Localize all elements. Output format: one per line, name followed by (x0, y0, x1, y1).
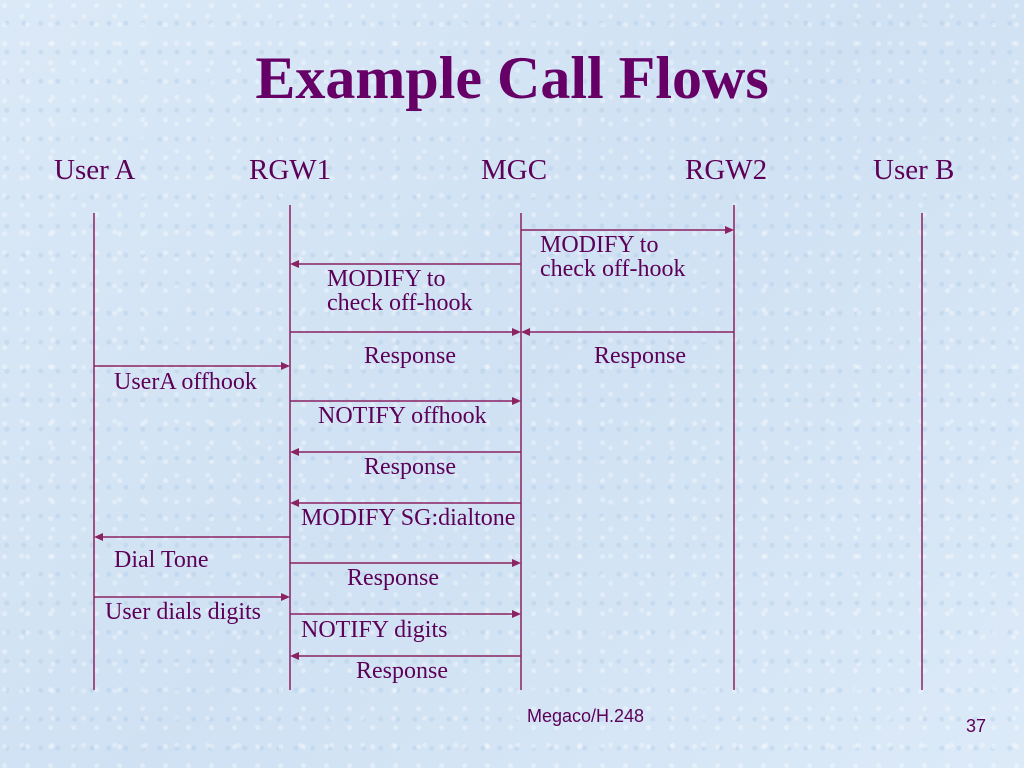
message-arrow (521, 226, 734, 234)
arrowhead (725, 226, 734, 234)
message-label: MODIFY SG:dialtone (301, 505, 516, 531)
message-label: NOTIFY digits (301, 617, 448, 643)
arrowhead (512, 559, 521, 567)
entity-user-a: User A (54, 154, 136, 186)
entity-user-b: User B (873, 154, 955, 186)
message-label: UserA offhook (114, 369, 257, 395)
arrowhead (290, 499, 299, 507)
slide-title: Example Call Flows (255, 45, 769, 111)
message-arrow (290, 610, 521, 618)
message-label: Response (594, 343, 686, 369)
message-arrow (290, 328, 521, 336)
message-label: Response (364, 454, 456, 480)
message-arrow (290, 652, 521, 660)
message-label: Response (356, 658, 448, 684)
arrowhead (521, 328, 530, 336)
arrowhead (512, 397, 521, 405)
message-label: Dial Tone (114, 547, 209, 573)
entity-mgc: MGC (481, 154, 548, 186)
page-number: 37 (966, 716, 987, 736)
arrowhead (512, 328, 521, 336)
arrowhead (281, 593, 290, 601)
message-arrow (290, 260, 521, 268)
arrowhead (281, 362, 290, 370)
arrowhead (290, 260, 299, 268)
message-label: Response (364, 343, 456, 369)
entity-rgw1: RGW1 (249, 154, 332, 186)
arrowhead (290, 448, 299, 456)
message-arrow (94, 533, 290, 541)
message-arrow (290, 499, 521, 507)
message-label: NOTIFY offhook (318, 403, 487, 429)
message-arrow (290, 448, 521, 456)
entity-rgw2: RGW2 (685, 154, 768, 186)
message-arrow (94, 593, 290, 601)
message-label: User dials digits (105, 599, 261, 625)
message-label: Response (347, 565, 439, 591)
arrowhead (290, 652, 299, 660)
arrowhead (94, 533, 103, 541)
message-arrow (290, 559, 521, 567)
message-arrow (94, 362, 290, 370)
footer-text: Megaco/H.248 (527, 706, 645, 726)
arrowhead (512, 610, 521, 618)
message-arrow (521, 328, 734, 336)
message-arrow (290, 397, 521, 405)
